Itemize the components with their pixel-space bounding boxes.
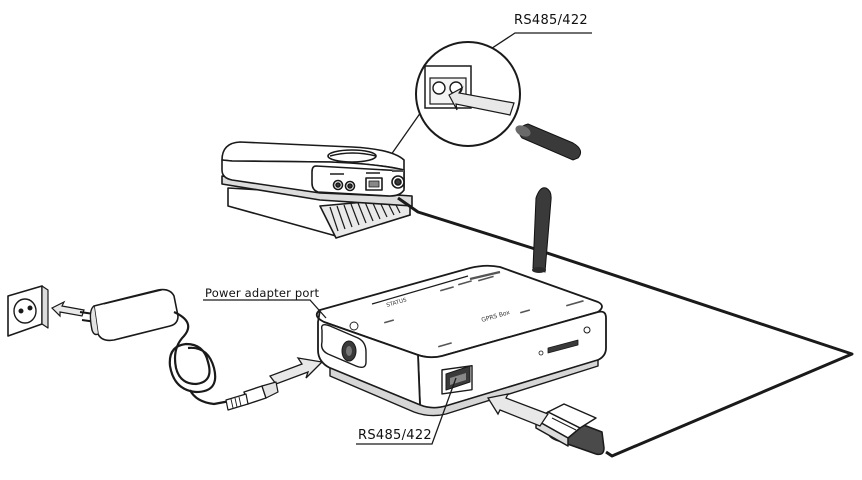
router-antenna xyxy=(532,187,552,273)
wall-socket xyxy=(7,285,49,337)
insert-arrow-power xyxy=(268,357,324,385)
callout-rs485-bottom: RS485/422 xyxy=(358,428,432,443)
antenna-detached xyxy=(515,123,582,161)
rs485-magnifier xyxy=(415,41,521,147)
power-port-leader xyxy=(203,299,327,319)
insert-arrow-rj45 xyxy=(486,393,549,427)
callout-power-adapter-port: Power adapter port xyxy=(205,286,320,300)
rs485-cable xyxy=(397,196,854,458)
sim-marking: SIM xyxy=(556,338,566,346)
rj45-plug xyxy=(535,403,605,456)
insert-arrow-socket xyxy=(50,300,85,318)
status-marking: STATUS xyxy=(386,297,408,309)
gprs-box xyxy=(315,264,607,417)
insert-arrow-magnifier xyxy=(448,86,515,116)
inverter-device xyxy=(221,141,413,239)
rs485-bottom-leader xyxy=(356,377,457,445)
callout-rs485-top: RS485/422 xyxy=(514,13,588,28)
power-adapter xyxy=(79,288,279,411)
